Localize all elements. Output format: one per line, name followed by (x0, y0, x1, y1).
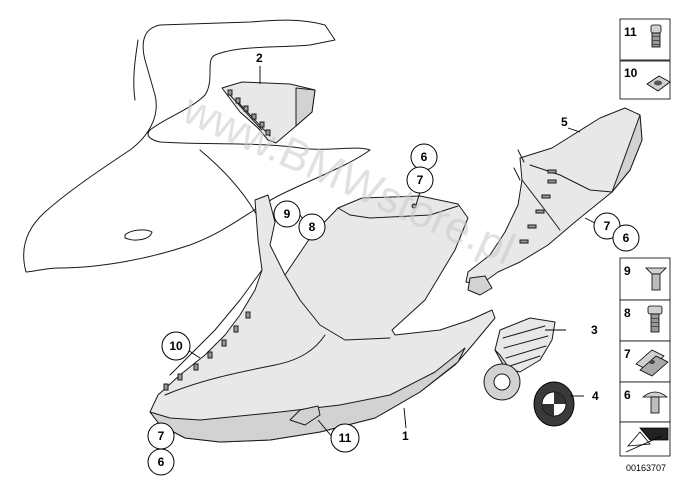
svg-text:6: 6 (624, 388, 631, 402)
legend-item-7[interactable]: 7 (619, 340, 671, 383)
callout-6-bottom[interactable]: 6 (147, 448, 175, 476)
svg-text:3: 3 (591, 323, 598, 337)
direction-arrow-icon (625, 427, 669, 453)
collar-screw-icon (647, 305, 663, 333)
clip-nut-icon (635, 349, 669, 377)
callout-7-bottom[interactable]: 7 (147, 422, 175, 450)
legend-item-8[interactable]: 8 (619, 299, 671, 342)
legend-item-11[interactable]: 11 (619, 18, 671, 61)
callout-6-top[interactable]: 6 (410, 143, 438, 171)
reference-number: 00163707 (626, 463, 666, 473)
callout-6-right[interactable]: 6 (612, 224, 640, 252)
part-4-badge (483, 363, 575, 427)
part-1-side-cover (149, 194, 496, 443)
svg-text:7: 7 (604, 219, 611, 233)
legend-item-10[interactable]: 10 (619, 60, 671, 100)
callout-4[interactable]: 4 (592, 389, 599, 403)
svg-text:8: 8 (309, 220, 316, 234)
square-nut-icon (646, 75, 671, 92)
screw-sleeve-icon (650, 24, 662, 48)
legend-item-6[interactable]: 6 (619, 381, 671, 423)
callout-11[interactable]: 11 (330, 423, 360, 453)
svg-text:7: 7 (158, 429, 165, 443)
svg-text:8: 8 (624, 306, 631, 320)
svg-text:9: 9 (284, 207, 291, 221)
svg-text:9: 9 (624, 264, 631, 278)
svg-text:10: 10 (169, 339, 183, 353)
callout-2[interactable]: 2 (256, 51, 263, 65)
svg-text:5: 5 (561, 115, 568, 129)
flat-head-screw-icon (645, 267, 667, 291)
svg-text:6: 6 (623, 231, 630, 245)
callout-7-top[interactable]: 7 (406, 166, 434, 194)
callout-8[interactable]: 8 (298, 213, 326, 241)
callout-10[interactable]: 10 (161, 331, 191, 361)
svg-text:2: 2 (256, 51, 263, 65)
svg-text:11: 11 (339, 431, 352, 445)
callout-1[interactable]: 1 (402, 429, 409, 443)
legend-item-9[interactable]: 9 (619, 257, 671, 301)
part-2-air-duct (221, 81, 316, 144)
svg-text:6: 6 (421, 150, 428, 164)
callout-5[interactable]: 5 (561, 115, 568, 129)
svg-text:6: 6 (158, 455, 165, 469)
legend-item-arrow[interactable] (619, 421, 671, 457)
svg-text:4: 4 (592, 389, 599, 403)
callout-3[interactable]: 3 (591, 323, 598, 337)
svg-text:10: 10 (624, 66, 638, 80)
svg-text:1: 1 (402, 429, 409, 443)
oval-head-screw-icon (641, 391, 669, 414)
callout-9[interactable]: 9 (273, 200, 301, 228)
svg-text:7: 7 (624, 347, 631, 361)
svg-text:11: 11 (624, 25, 637, 39)
svg-text:7: 7 (417, 173, 424, 187)
part-5-duct (465, 107, 643, 296)
